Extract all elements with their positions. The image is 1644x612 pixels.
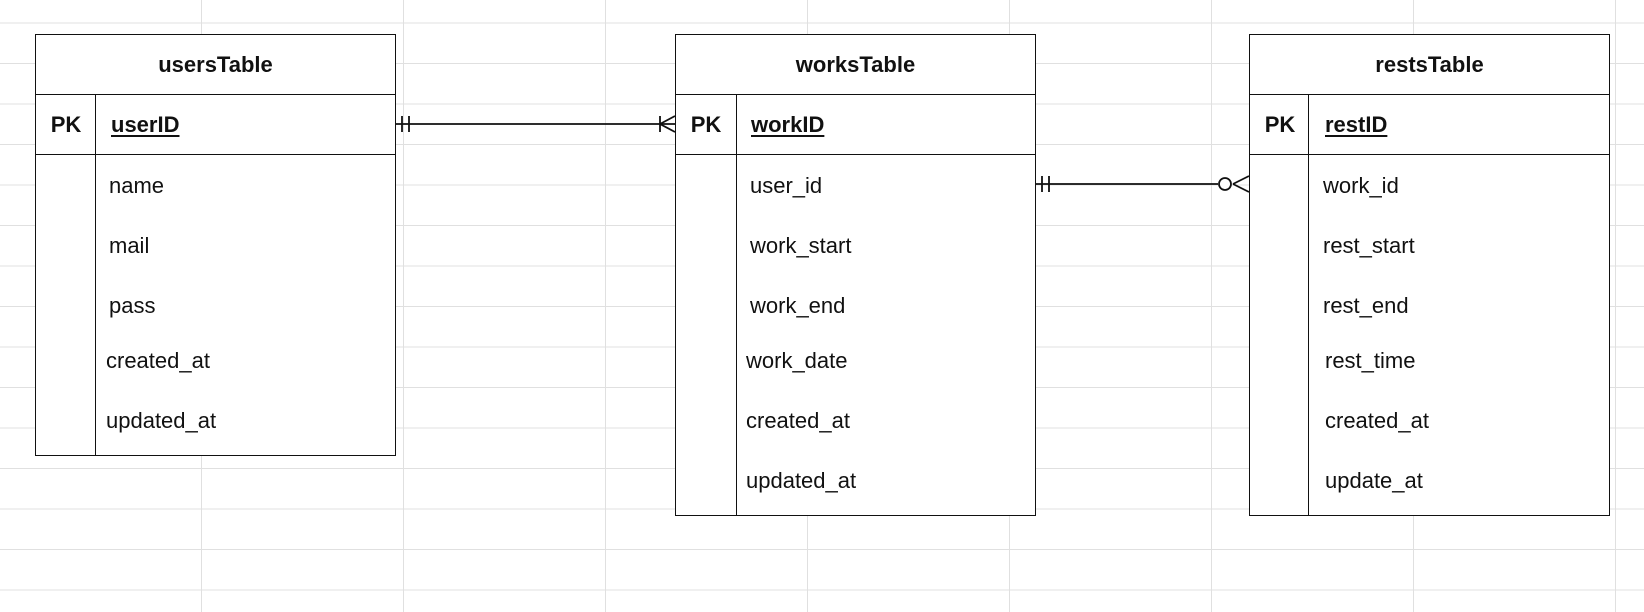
- relationship-users-works: [396, 115, 676, 133]
- field-rest-start: rest_start: [1323, 233, 1415, 258]
- field-work-id: work_id: [1323, 173, 1399, 198]
- relationship-works-rests: [1036, 175, 1250, 193]
- field-created-at: created_at: [746, 408, 850, 433]
- table-title: restsTable: [1250, 35, 1609, 95]
- pk-tag: PK: [690, 112, 722, 137]
- primary-key-row: PK restID: [1250, 95, 1609, 155]
- column-divider: [736, 95, 737, 515]
- primary-key-row: PK userID: [36, 95, 395, 155]
- field-work-start: work_start: [750, 233, 852, 258]
- works-table[interactable]: worksTable PK workID user_id work_start …: [675, 34, 1036, 516]
- field-rest-time: rest_time: [1325, 348, 1416, 373]
- crowfoot-upper: [1232, 175, 1250, 185]
- primary-key-row: PK workID: [676, 95, 1035, 155]
- pk-tag: PK: [1264, 112, 1296, 137]
- field-updated-at: updated_at: [106, 408, 217, 433]
- field-created-at: created_at: [106, 348, 210, 373]
- pk-field: workID: [751, 112, 825, 137]
- zero-mark: [1218, 177, 1232, 191]
- table-title: usersTable: [36, 35, 395, 95]
- field-work-end: work_end: [750, 293, 846, 318]
- crowfoot-lower: [659, 123, 676, 133]
- crowfoot-lower: [1232, 183, 1250, 193]
- field-name: name: [109, 173, 165, 198]
- field-user-id: user_id: [750, 173, 823, 198]
- field-work-date: work_date: [746, 348, 848, 373]
- field-updated-at: updated_at: [746, 468, 857, 493]
- pk-tag: PK: [50, 112, 82, 137]
- pk-field: restID: [1325, 112, 1388, 137]
- field-mail: mail: [109, 233, 150, 258]
- field-rest-end: rest_end: [1323, 293, 1409, 318]
- field-created-at: created_at: [1325, 408, 1429, 433]
- field-pass: pass: [109, 293, 156, 318]
- table-title: worksTable: [676, 35, 1035, 95]
- field-update-at: update_at: [1325, 468, 1423, 493]
- column-divider: [1308, 95, 1309, 515]
- rests-table[interactable]: restsTable PK restID work_id rest_start …: [1249, 34, 1610, 516]
- pk-field: userID: [111, 112, 180, 137]
- users-table[interactable]: usersTable PK userID name mail pass crea…: [35, 34, 396, 456]
- crowfoot-upper: [659, 115, 676, 125]
- column-divider: [95, 95, 96, 455]
